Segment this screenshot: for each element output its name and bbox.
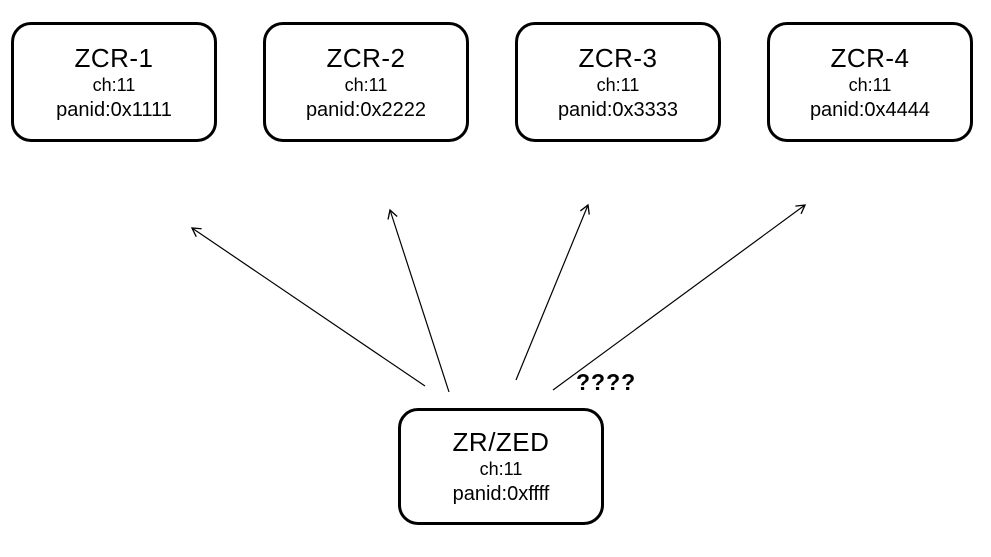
node-panid: panid:0xffff [452, 483, 550, 505]
node-panid: panid:0x3333 [557, 98, 679, 121]
arrow-zr-zed-to-zcr-1 [190, 227, 426, 387]
arrow-zr-zed-to-zcr-4 [552, 204, 807, 391]
node-title: ZCR-3 [578, 42, 658, 73]
arrow-zr-zed-to-zcr-2 [387, 208, 450, 393]
node-zcr-3: ZCR-3 ch:11 panid:0x3333 [515, 22, 721, 142]
node-channel: ch:11 [848, 74, 892, 95]
node-channel: ch:11 [92, 74, 136, 95]
node-panid: panid:0x4444 [809, 98, 931, 121]
node-zcr-4: ZCR-4 ch:11 panid:0x4444 [767, 22, 973, 142]
node-zcr-1: ZCR-1 ch:11 panid:0x1111 [11, 22, 217, 142]
node-title: ZCR-1 [74, 42, 154, 73]
node-title: ZCR-4 [830, 42, 910, 73]
node-zcr-2: ZCR-2 ch:11 panid:0x2222 [263, 22, 469, 142]
node-channel: ch:11 [596, 74, 640, 95]
question-marks-annotation: ???? [576, 369, 637, 395]
node-title: ZR/ZED [452, 427, 550, 457]
node-panid: panid:0x2222 [305, 98, 427, 121]
node-zr-zed: ZR/ZED ch:11 panid:0xffff [398, 408, 604, 525]
node-title: ZCR-2 [326, 42, 406, 73]
arrow-zr-zed-to-zcr-3 [515, 203, 590, 381]
node-panid: panid:0x1111 [56, 98, 172, 121]
node-channel: ch:11 [479, 459, 523, 479]
node-channel: ch:11 [344, 74, 388, 95]
